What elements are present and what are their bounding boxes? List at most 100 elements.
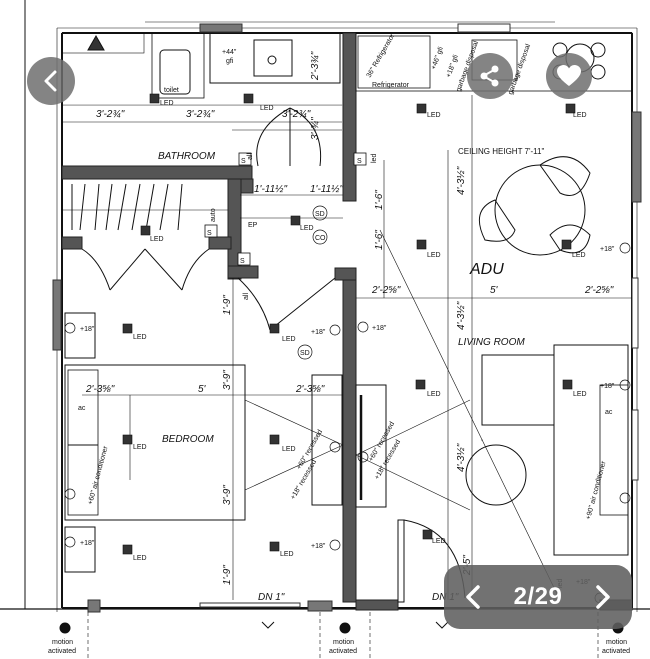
motion-label: motion xyxy=(333,639,354,646)
ac-label: ac xyxy=(78,405,86,412)
led-text: LED xyxy=(282,446,296,453)
dimension-label: 2'-3⅝" xyxy=(295,384,325,395)
share-button[interactable] xyxy=(467,53,513,99)
ceiling-height-label: CEILING HEIGHT 7'-11" xyxy=(458,147,544,156)
auto-label: auto xyxy=(210,208,217,222)
dimension-label: 5' xyxy=(490,285,499,296)
dimension-label: 3'-¾" xyxy=(310,117,321,140)
dimension-label: 3'-9" xyxy=(222,485,233,505)
led-fixture xyxy=(415,379,426,390)
led-text: LED xyxy=(260,105,274,112)
led-fixture xyxy=(122,434,133,445)
led-markers xyxy=(122,93,576,555)
co-label: CO xyxy=(315,235,326,242)
motion-label: activated xyxy=(48,648,76,655)
dimension-label: 4'-3½" xyxy=(456,443,467,472)
led-text: LED xyxy=(572,252,586,259)
refrigerator-36-label: 36" Refrigerator xyxy=(366,32,397,79)
outlet xyxy=(329,539,341,551)
dimension-label: 1'-11½" xyxy=(310,184,344,195)
all-label-2: all xyxy=(243,293,250,300)
ep-label: EP xyxy=(248,222,258,229)
refrigerator-label: Refrigerator xyxy=(372,82,410,89)
switch-label: S xyxy=(241,158,246,165)
room-label-bathroom: BATHROOM xyxy=(158,151,216,162)
switch xyxy=(238,152,252,166)
led-text: LED xyxy=(573,391,587,398)
dimension-label: 1'-9" xyxy=(222,295,233,315)
led-fixture xyxy=(140,225,151,236)
dimension-label: 1'-9" xyxy=(222,565,233,585)
next-image-button[interactable] xyxy=(592,584,614,610)
outlet xyxy=(357,321,369,333)
led-text: LED xyxy=(427,391,441,398)
garbage-46-label: +46" gfi xyxy=(430,46,445,71)
smoke-detector xyxy=(297,344,313,360)
outlet xyxy=(329,324,341,336)
outlet-height: +18" xyxy=(311,329,326,336)
outlet-height: +18" xyxy=(311,543,326,550)
outlet-height: +18" xyxy=(372,325,387,332)
prev-image-button[interactable] xyxy=(462,584,484,610)
motion-label: motion xyxy=(606,639,627,646)
led-text: LED xyxy=(133,334,147,341)
dimension-label: 3'-2¾" xyxy=(96,109,125,120)
led-fixture xyxy=(565,103,576,114)
outlet-height: +18" xyxy=(600,246,615,253)
room-label-bedroom: BEDROOM xyxy=(162,434,214,445)
image-counter: 2/29 xyxy=(513,583,563,610)
room-label-living: LIVING ROOM xyxy=(458,337,525,348)
outlet xyxy=(329,441,341,453)
switch xyxy=(237,252,251,266)
outlet xyxy=(64,536,76,548)
image-pager: 2/29 xyxy=(444,565,632,629)
motion-label: activated xyxy=(602,648,630,655)
outlet xyxy=(64,488,76,500)
favorite-button[interactable] xyxy=(546,53,592,99)
led-text: LED xyxy=(427,112,441,119)
led-fixture xyxy=(122,323,133,334)
switch-label: S xyxy=(240,258,245,265)
outlet-height: +18" xyxy=(80,326,95,333)
outlet-height: +18" xyxy=(80,540,95,547)
back-button[interactable] xyxy=(27,57,75,105)
led-tag-label: led xyxy=(371,154,378,163)
led-text: LED xyxy=(432,538,446,545)
switch xyxy=(204,224,218,238)
garbage-18-label: +18" gfi xyxy=(445,54,460,79)
motion-label: activated xyxy=(329,648,357,655)
led-fixture xyxy=(416,103,427,114)
chevron-left-icon xyxy=(44,70,57,92)
dimension-label: 3'-9" xyxy=(222,370,233,390)
led-text: LED xyxy=(133,444,147,451)
smoke-detector xyxy=(312,205,328,221)
switch-label: S xyxy=(357,158,362,165)
led-text: LED xyxy=(280,551,294,558)
led-fixture xyxy=(269,323,280,334)
led-fixture xyxy=(422,529,433,540)
dimension-label: 1'-6" xyxy=(374,230,385,250)
sd-label: SD xyxy=(315,211,325,218)
outlet-height: +18" xyxy=(600,383,615,390)
dimension-label: 4'-3½" xyxy=(456,301,467,330)
gfi-height-label: +44" xyxy=(222,49,237,56)
step-down-label: DN 1" xyxy=(258,592,285,603)
dimension-label: 5' xyxy=(198,384,207,395)
led-text: LED xyxy=(150,236,164,243)
switch-label: S xyxy=(207,230,212,237)
dimension-label: 2'-3⅝" xyxy=(85,384,115,395)
outlet xyxy=(357,451,369,463)
co-detector xyxy=(312,229,328,245)
led-fixture xyxy=(243,93,254,104)
led-fixture xyxy=(561,239,572,250)
heart-icon xyxy=(557,65,581,86)
toilet-label: toilet xyxy=(164,87,179,94)
outlet xyxy=(619,242,631,254)
dimension-label: 4'-3½" xyxy=(456,166,467,195)
led-text: LED xyxy=(573,112,587,119)
led-text: LED xyxy=(300,225,314,232)
air-conditioner-90-label: +90" air conditioner xyxy=(585,460,608,521)
outlet xyxy=(619,379,631,391)
gfi-label: gfi xyxy=(226,58,234,65)
